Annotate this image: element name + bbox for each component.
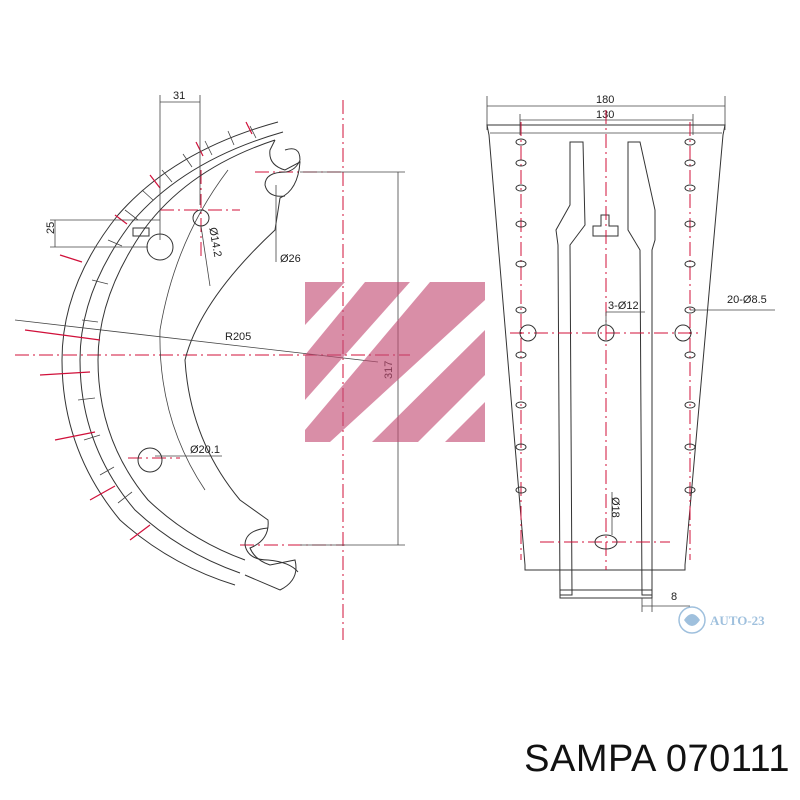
lining-outer-arc [61, 121, 279, 586]
dim-180-label: 180 [596, 94, 614, 106]
watermark-icon [678, 606, 706, 634]
dim-130-label: 130 [596, 109, 614, 121]
watermark: AUTO-23 [678, 606, 765, 634]
lining-outline [486, 124, 726, 571]
upper-anchor-slot [264, 148, 301, 197]
part-number: 070111 [665, 738, 790, 780]
dim-3-phi-12-label: 3-Ø12 [608, 300, 639, 312]
logo-shape-5 [445, 402, 485, 442]
dim-31-label: 31 [173, 90, 185, 102]
return-spring-tab [132, 227, 150, 237]
dim-20-phi-8-5-label: 20-Ø8.5 [727, 294, 767, 306]
web-inner-curve [159, 169, 229, 491]
hole-phi-20-1 [137, 447, 163, 473]
dim-25-label: 25 [45, 222, 57, 234]
dimension-phi-18: Ø18 [609, 492, 621, 535]
dimension-phi-26: Ø26 [275, 185, 301, 265]
lower-anchor-slot [244, 527, 299, 573]
hole-phi-12-left [519, 324, 537, 342]
rib-base [559, 589, 653, 599]
center-pin [592, 214, 619, 237]
dim-r205-label: R205 [225, 331, 251, 343]
dimension-180: 180 [486, 94, 726, 130]
dim-phi-26-label: Ø26 [280, 253, 301, 265]
dimension-8: 8 [641, 591, 690, 612]
side-view: 31 25 Ø14.2 Ø26 R205 317 [14, 90, 410, 640]
lining-rivet-marks [24, 121, 253, 541]
front-view: 180 130 [486, 94, 775, 612]
logo-shape-1 [305, 282, 345, 325]
shoe-rim-arc [97, 139, 276, 561]
dim-phi-20-1-label: Ø20.1 [190, 444, 220, 456]
dim-phi-18-label: Ø18 [609, 497, 621, 518]
dimension-3-phi-12: 3-Ø12 [605, 300, 645, 325]
shoe-web-profile [184, 139, 301, 591]
logo-shape-4 [372, 330, 485, 442]
right-web-rib [627, 141, 656, 596]
brand-name: SAMPA [524, 738, 655, 780]
lining-inner-arc [79, 131, 284, 574]
logo-shape-3 [305, 282, 485, 442]
dimension-phi-14-2: Ø14.2 [200, 225, 223, 287]
dimension-phi-20-1: Ø20.1 [155, 444, 222, 457]
dimension-20-phi-8-5: 20-Ø8.5 [690, 294, 775, 311]
hole-phi-12-right [674, 324, 692, 342]
dim-phi-14-2-label: Ø14.2 [206, 226, 223, 258]
rivet-holes-right [684, 138, 696, 494]
lining-segment-markers [77, 125, 257, 504]
left-web-rib [555, 141, 586, 596]
dimension-31: 31 [159, 90, 201, 240]
dimension-25: 25 [45, 219, 160, 248]
watermark-text: AUTO-23 [710, 613, 765, 628]
logo-shape-2 [305, 282, 410, 400]
hole-phi-18 [594, 534, 618, 550]
product-caption: SAMPA 070111 [470, 738, 790, 781]
dim-8-label: 8 [671, 591, 677, 603]
brand-logo [305, 282, 485, 442]
rivet-holes-left [515, 138, 527, 494]
